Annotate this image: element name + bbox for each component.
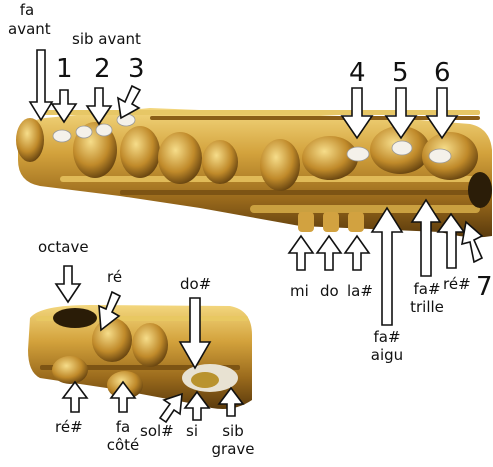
arrow-mi xyxy=(289,236,313,270)
label-sib-grave: sib grave xyxy=(208,424,258,457)
label-sib-grave-line1: sib xyxy=(208,424,258,439)
label-do: do xyxy=(320,284,339,299)
arrow-octave xyxy=(56,266,80,302)
label-re-sharp-right: ré# xyxy=(443,277,471,292)
label-key-5: 5 xyxy=(392,60,409,86)
label-sib-grave-line2: grave xyxy=(208,442,258,457)
label-key-7: 7 xyxy=(476,274,493,300)
label-key-3: 3 xyxy=(128,56,145,82)
label-fa-sharp-trille-line2: trille xyxy=(402,300,452,315)
label-fa-sharp-aigu-line1: fa# xyxy=(364,330,410,345)
label-fa-avant: fa avant xyxy=(8,3,46,37)
label-mi: mi xyxy=(290,284,309,299)
label-key-1: 1 xyxy=(56,56,73,82)
label-fa-avant-line2: avant xyxy=(8,22,46,37)
label-fa-avant-line1: fa xyxy=(8,3,46,18)
label-fa-sharp-aigu: fa# aigu xyxy=(364,330,410,363)
label-do-sharp: do# xyxy=(180,277,211,292)
label-octave: octave xyxy=(38,240,89,255)
label-si: si xyxy=(186,424,198,439)
label-key-6: 6 xyxy=(434,60,451,86)
arrow-re-sharp xyxy=(63,382,87,412)
arrow-la-sharp xyxy=(345,236,369,270)
label-sib-avant: sib avant xyxy=(72,32,141,47)
label-fa-sharp-aigu-line2: aigu xyxy=(364,348,410,363)
lower-saxophone-body xyxy=(28,305,252,409)
label-la-sharp: la# xyxy=(347,284,373,299)
arrow-do xyxy=(317,236,341,270)
label-key-4: 4 xyxy=(349,60,366,86)
label-sol-sharp: sol# xyxy=(140,424,174,439)
arrow-fa-sharp-aigu xyxy=(372,208,402,325)
label-re-sharp: ré# xyxy=(55,420,83,435)
label-key-2: 2 xyxy=(94,56,111,82)
arrow-fa-avant xyxy=(30,50,52,120)
label-fa-cote-line2: côté xyxy=(100,438,146,453)
label-re: ré xyxy=(107,270,122,285)
arrow-sol-sharp xyxy=(160,394,182,422)
